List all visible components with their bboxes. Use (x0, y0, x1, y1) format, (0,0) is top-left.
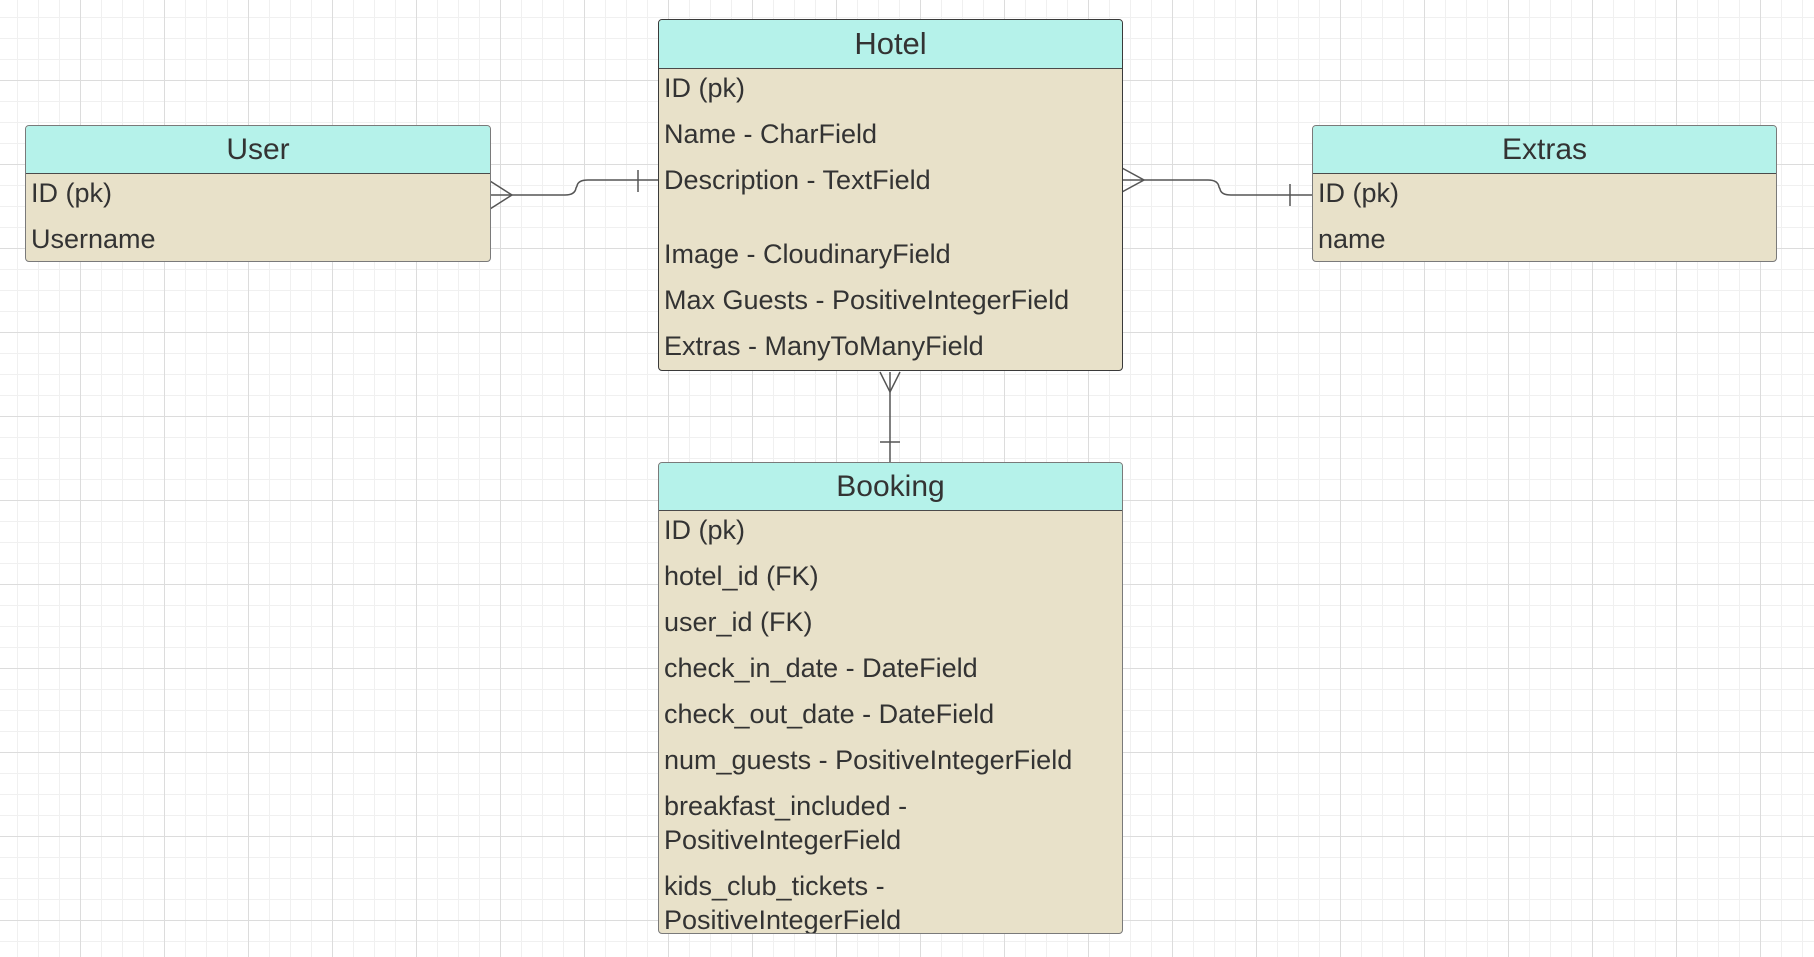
extras-entity[interactable]: Extras ID (pk) name (1312, 125, 1777, 262)
hotel-bottom-crowfoot-icon (879, 371, 901, 394)
hotel-field-name: Name - CharField (664, 119, 878, 149)
user-field-username: Username (31, 224, 156, 254)
hotel-crowfoot-icon (1121, 167, 1146, 193)
booking-field-num-guests: num_guests - PositiveIntegerField (664, 745, 1073, 775)
user-hotel-connector (490, 179, 658, 196)
hotel-entity-title: Hotel (659, 20, 1122, 69)
booking-field-user-id: user_id (FK) (664, 607, 813, 637)
user-entity-title: User (26, 126, 490, 174)
user-crowfoot-icon (489, 180, 514, 210)
extras-entity-title: Extras (1313, 126, 1776, 174)
booking-entity-title: Booking (659, 463, 1122, 511)
booking-field-check-in: check_in_date - DateField (664, 653, 978, 683)
booking-entity[interactable]: Booking ID (pk) hotel_id (FK) user_id (F… (658, 462, 1123, 934)
hotel-entity[interactable]: Hotel ID (pk) Name - CharField Descripti… (658, 19, 1123, 371)
hotel-field-image: Image - CloudinaryField (664, 239, 951, 269)
booking-field-check-out: check_out_date - DateField (664, 699, 995, 729)
hotel-field-description: Description - TextField (664, 165, 931, 195)
booking-field-hotel-id: hotel_id (FK) (664, 561, 819, 591)
booking-field-kids-club: kids_club_tickets - PositiveIntegerField (664, 871, 902, 934)
user-field-id: ID (pk) (31, 178, 112, 208)
hotel-field-extras: Extras - ManyToManyField (664, 331, 984, 361)
extras-field-id: ID (pk) (1318, 178, 1399, 208)
extras-field-name: name (1318, 224, 1386, 254)
booking-field-breakfast: breakfast_included - PositiveIntegerFiel… (664, 791, 908, 855)
hotel-extras-connector (1122, 179, 1312, 196)
hotel-field-id: ID (pk) (664, 73, 745, 103)
hotel-field-max-guests: Max Guests - PositiveIntegerField (664, 285, 1070, 315)
booking-field-id: ID (pk) (664, 515, 745, 545)
user-entity[interactable]: User ID (pk) Username (25, 125, 491, 262)
